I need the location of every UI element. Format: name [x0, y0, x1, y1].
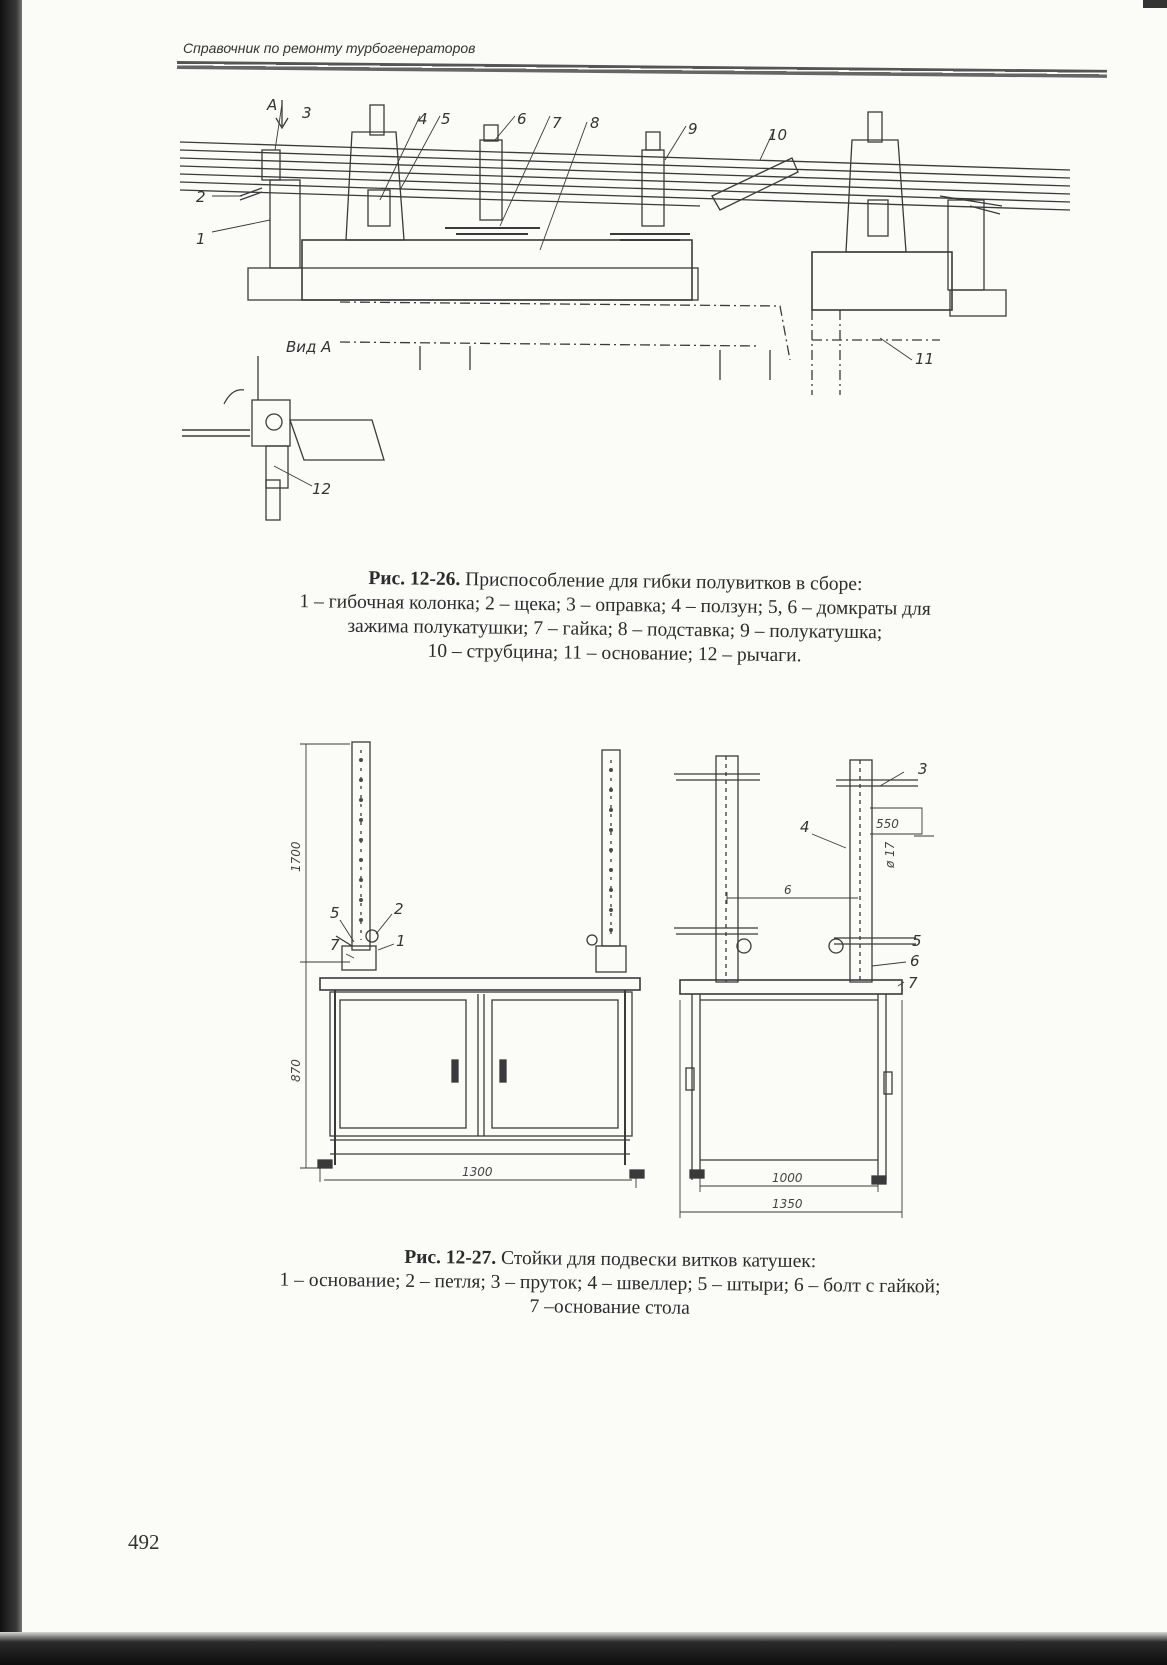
callout-4: 4: [418, 110, 428, 128]
dimension-550: 550: [876, 817, 899, 831]
callout-10: 10: [768, 126, 787, 144]
callout-7-right: 7: [908, 974, 918, 992]
callout-4-right: 4: [800, 818, 810, 836]
view-arrow-label: А: [266, 96, 277, 114]
dimension-width-1300: 1300: [462, 1165, 493, 1179]
callout-1-left: 1: [396, 932, 406, 950]
dimension-6: 6: [784, 883, 792, 897]
caption-title: Стойки для подвески витков катушек:: [496, 1247, 817, 1273]
callout-6: 6: [517, 110, 527, 128]
callout-12: 12: [312, 480, 331, 498]
view-label: Вид А: [286, 338, 331, 356]
callout-3-right: 3: [918, 760, 928, 778]
callout-9: 9: [688, 120, 698, 138]
callout-7-left: 7: [330, 936, 340, 954]
callout-3: 3: [302, 104, 312, 122]
dimension-height-1700: 1700: [289, 841, 303, 872]
caption-number: Рис. 12-27.: [404, 1246, 497, 1269]
callout-5: 5: [441, 110, 451, 128]
callout-6-right: 6: [910, 952, 920, 970]
dimension-height-870: 870: [289, 1059, 303, 1082]
figure-12-27-drawing: 1700 870 1300 1000 1350 550 6 ø 17 5 2 7…: [289, 741, 934, 1218]
callout-8: 8: [590, 114, 600, 132]
dimension-width-1000: 1000: [772, 1171, 803, 1185]
callout-11: 11: [915, 350, 934, 368]
callout-2: 2: [196, 188, 206, 206]
callout-7: 7: [552, 114, 562, 132]
callout-2-left: 2: [394, 900, 404, 918]
dimension-diameter-17: ø 17: [883, 841, 897, 869]
dimension-width-1350: 1350: [772, 1197, 803, 1211]
callout-1: 1: [196, 230, 206, 248]
callout-5-left: 5: [330, 904, 340, 922]
page-number: 492: [128, 1530, 160, 1554]
callout-5-right: 5: [912, 932, 922, 950]
corner-mark: [1143, 0, 1167, 8]
book-page: [22, 0, 1167, 1635]
figure-12-26-drawing: А 3 2 1 4 5 6 7 8 9 10 11 12 Вид А: [179, 96, 1071, 521]
figure-12-27-caption: Рис. 12-27. Стойки для подвески витков к…: [190, 1244, 1031, 1325]
running-head: Справочник по ремонту турбогенераторов: [183, 40, 476, 56]
page-bottom-shadow: [0, 1632, 1167, 1665]
